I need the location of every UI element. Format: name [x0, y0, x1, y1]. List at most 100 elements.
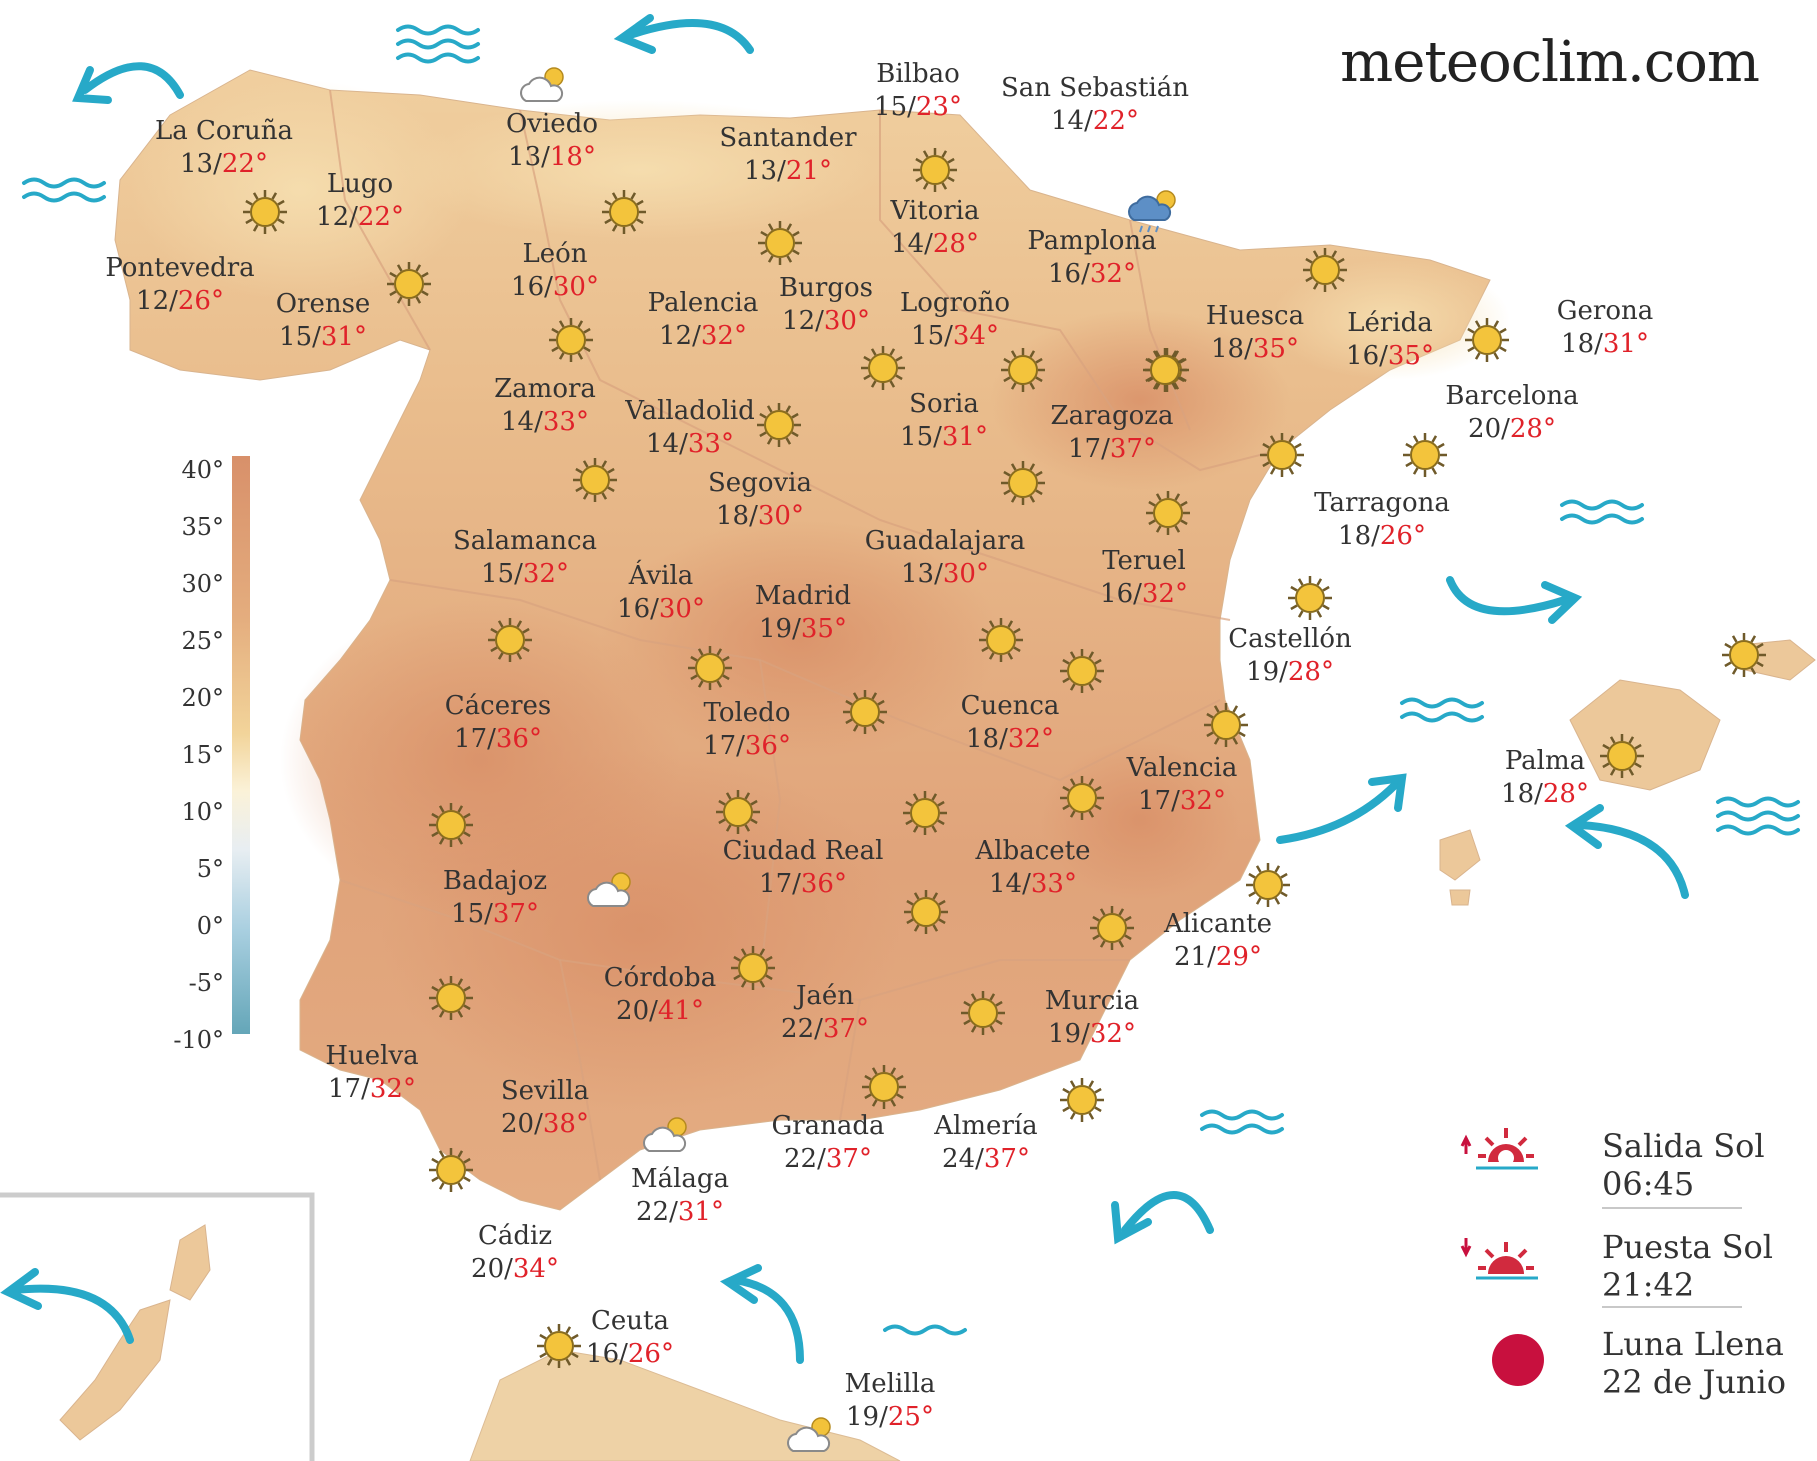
- north-africa-land: [469, 1349, 901, 1461]
- sea-wave-symbols: [22, 24, 1800, 1336]
- sun-icon: [1060, 649, 1104, 693]
- moon-label: Luna Llena: [1602, 1325, 1784, 1363]
- sun-icon: [1204, 703, 1248, 747]
- sun-icon: [979, 618, 1023, 662]
- current-arrow-icon: [1564, 804, 1689, 899]
- region-borders: [329, 89, 1281, 1181]
- sunrise-time: 06:45: [1602, 1165, 1695, 1204]
- sun-icon: [913, 148, 957, 192]
- scale-tick: 20°: [181, 684, 224, 712]
- sun-icon: [1465, 318, 1509, 362]
- sea-current-arrows: [0, 14, 1689, 1364]
- sunset-legend: Puesta Sol 21:42: [1602, 1228, 1773, 1305]
- sun-icon: [1001, 461, 1045, 505]
- scale-tick: 15°: [181, 741, 224, 769]
- current-arrow-icon: [1111, 1191, 1214, 1245]
- legend-divider: [1602, 1306, 1742, 1308]
- sun-icon: [429, 1148, 473, 1192]
- sun-icon: [602, 190, 646, 234]
- sun-icon: [1001, 348, 1045, 392]
- sun-icon: [429, 976, 473, 1020]
- sunset-label: Puesta Sol: [1602, 1228, 1774, 1266]
- sun-icon: [961, 991, 1005, 1035]
- sun-icon: [843, 690, 887, 734]
- sea-wave-icon: [1200, 1109, 1284, 1135]
- sun-icon: [1260, 433, 1304, 477]
- current-arrow-icon: [72, 62, 184, 104]
- sun-icon: [1722, 633, 1766, 677]
- sun-icon: [1246, 863, 1290, 907]
- sunset-icon: [1460, 1238, 1538, 1280]
- brand-logo: meteoclim.com: [1340, 30, 1760, 95]
- sun-icons: [243, 148, 1766, 1368]
- sea-wave-icon: [1560, 499, 1644, 525]
- current-arrow-icon: [0, 1268, 134, 1344]
- sun-icon: [903, 791, 947, 835]
- sunrise-label: Salida Sol: [1602, 1127, 1765, 1165]
- sun-icon: [387, 262, 431, 306]
- sun-icon: [688, 646, 732, 690]
- sea-wave-icon: [883, 1324, 967, 1336]
- sun-icon: [757, 403, 801, 447]
- temperature-scale: 40° 35° 30° 25° 20° 15° 10° 5° 0° -5° -1…: [140, 450, 260, 1060]
- scale-tick: 0°: [196, 912, 224, 940]
- sun-icon: [549, 318, 593, 362]
- sun-icon: [1090, 906, 1134, 950]
- sun-icon: [731, 946, 775, 990]
- sun-icon: [429, 803, 473, 847]
- current-arrow-icon: [1446, 576, 1583, 624]
- sun-icon: [1060, 1078, 1104, 1122]
- moon-legend: Luna Llena 22 de Junio: [1602, 1325, 1786, 1402]
- current-arrow-icon: [613, 14, 754, 54]
- partly-cloudy-icon: [520, 67, 564, 102]
- sun-icon: [904, 890, 948, 934]
- sun-icon: [1288, 576, 1332, 620]
- sun-icon: [243, 190, 287, 234]
- scale-tick: 5°: [196, 855, 224, 883]
- sun-icon: [573, 458, 617, 502]
- temperature-scale-bar: [232, 456, 250, 1034]
- sun-icon: [1303, 248, 1347, 292]
- partly-cloudy-icon: [643, 1117, 687, 1152]
- sun-icon: [1403, 433, 1447, 477]
- sun-icon: [862, 1065, 906, 1109]
- current-arrow-icon: [719, 1264, 804, 1364]
- scale-tick: 10°: [181, 798, 224, 826]
- sun-icon: [1060, 776, 1104, 820]
- sea-wave-icon: [22, 177, 106, 203]
